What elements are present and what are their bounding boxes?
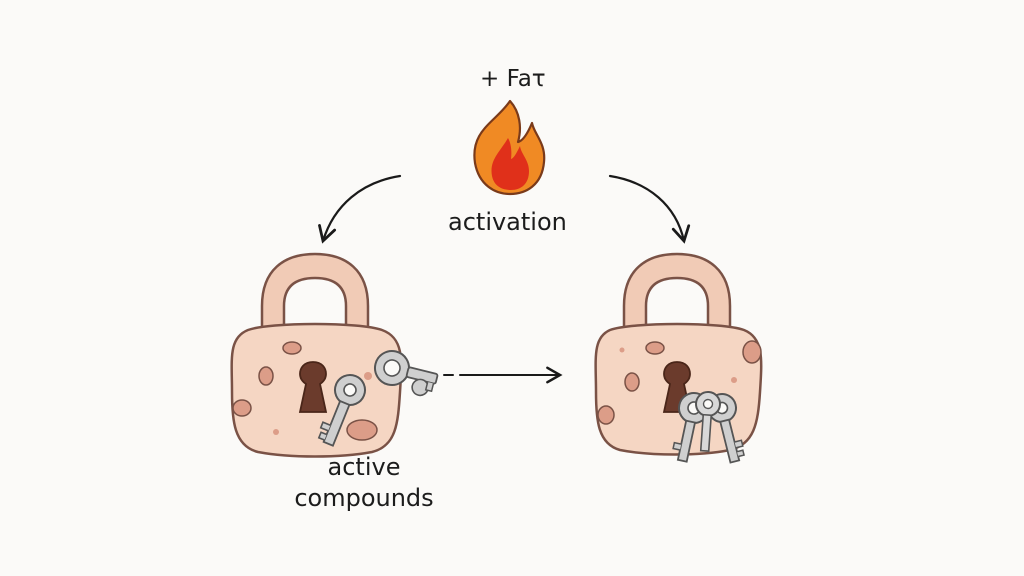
key-bunch-icon [672,391,745,464]
activation-label: activation [448,208,567,236]
flame-icon [473,99,546,196]
active-compounds-line1: active [327,453,401,481]
active-compounds-label: active compounds [264,452,464,514]
padlock-icon-right [594,252,763,456]
padlock-icon [230,252,403,458]
active-compounds-line2: compounds [294,484,434,512]
fat-label: + Faτ [480,66,546,92]
right-curved-arrow [608,174,691,244]
left-curved-arrow [318,174,402,244]
key-icon [317,350,439,447]
